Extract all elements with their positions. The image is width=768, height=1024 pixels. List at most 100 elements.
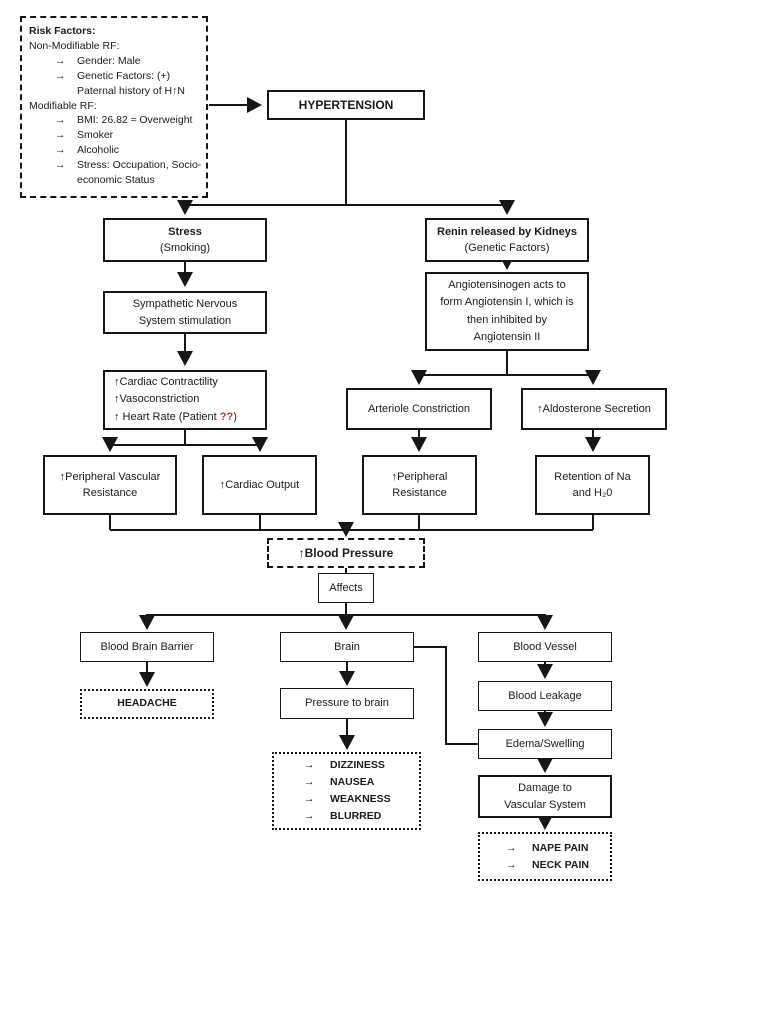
node-aldosterone-secretion: ↑Aldosterone Secretion [521, 388, 667, 430]
node-renin-subtitle: (Genetic Factors) [464, 242, 550, 254]
bullet-arrow-icon: → [304, 759, 315, 771]
symptom-nape-pain: NAPE PAIN [532, 841, 589, 854]
list-item: → NECK PAIN [480, 857, 610, 874]
risk-item-alcoholic: Alcoholic [77, 144, 120, 157]
node-brain-symptoms: → DIZZINESS → NAUSEA → WEAKNESS → BLURRE… [272, 752, 421, 830]
node-blood-vessel: Blood Vessel [478, 632, 612, 662]
node-affects-label: Affects [329, 581, 363, 594]
bullet-arrow-icon: → [506, 858, 517, 871]
node-blood-leakage: Blood Leakage [478, 681, 612, 711]
bullet-arrow-icon: → [55, 129, 66, 142]
node-cardiac-effects-line1: ↑Cardiac Contractility [114, 376, 218, 389]
node-brain: Brain [280, 632, 414, 662]
node-na-retention: Retention of Na and H₂0 [535, 455, 650, 515]
node-na-retention-line2: and H₂0 [572, 487, 613, 499]
risk-factors-title: Risk Factors: [29, 25, 96, 37]
bullet-arrow-icon: → [55, 144, 66, 157]
node-sympathetic-line1: Sympathetic Nervous [132, 298, 238, 310]
symptom-neck-pain: NECK PAIN [532, 858, 589, 871]
node-cardiac-output: ↑Cardiac Output [202, 455, 317, 515]
node-pvr-line2: Resistance [82, 487, 138, 499]
node-angiotensinogen-line4: Angiotensin II [473, 330, 541, 343]
node-arteriole-constriction: Arteriole Constriction [346, 388, 492, 430]
node-vessel-symptoms: → NAPE PAIN → NECK PAIN [478, 832, 612, 881]
risk-item-bmi: BMI: 26.82 ≈ Overweight [77, 114, 193, 127]
node-cardiac-effects-line3: ↑ Heart Rate (Patient ??) [114, 410, 237, 423]
node-blood-pressure-label: ↑Blood Pressure [298, 546, 394, 560]
node-stress: Stress (Smoking) [103, 218, 267, 262]
symptom-nausea: NAUSEA [330, 776, 375, 788]
risk-item-gender: Gender: Male [77, 54, 141, 67]
bullet-arrow-icon: → [506, 841, 517, 854]
list-item: → Smoker [29, 128, 202, 143]
node-cardiac-effects-line2: ↑Vasoconstriction [114, 393, 200, 406]
symptom-blurred: BLURRED [330, 810, 382, 822]
node-cardiac-output-label: ↑Cardiac Output [219, 478, 300, 491]
node-pressure-to-brain: Pressure to brain [280, 688, 414, 719]
bullet-arrow-icon: → [304, 776, 315, 788]
risk-item-genetic: Genetic Factors: (+) [77, 69, 171, 82]
risk-item-stress-continuation: economic Status [77, 174, 155, 187]
node-edema-swelling-label: Edema/Swelling [505, 737, 585, 750]
node-peripheral-vascular-resistance: ↑Peripheral Vascular Resistance [43, 455, 177, 515]
node-hypertension: HYPERTENSION [267, 90, 425, 120]
node-arteriole-constriction-label: Arteriole Constriction [367, 402, 471, 415]
node-aldosterone-secretion-label: ↑Aldosterone Secretion [537, 402, 651, 415]
list-item: → Stress: Occupation, Socio- [29, 158, 202, 173]
node-sympathetic-line2: System stimulation [138, 314, 232, 327]
node-headache: HEADACHE [80, 689, 214, 719]
list-item: → Gender: Male [29, 54, 202, 69]
node-vascular-damage-line2: Vascular System [504, 798, 586, 811]
node-vascular-damage: Damage to Vascular System [478, 775, 612, 818]
node-pvr-line1: ↑Peripheral Vascular [59, 470, 161, 483]
node-angiotensinogen-line3: then inhibited by [466, 313, 548, 326]
symptom-weakness: WEAKNESS [330, 793, 391, 805]
bullet-arrow-icon: → [304, 810, 315, 822]
bullet-arrow-icon: → [55, 69, 66, 82]
node-angiotensinogen-line2: form Angiotensin I, which is [440, 296, 574, 309]
node-edema-swelling: Edema/Swelling [478, 729, 612, 759]
list-item: → DIZZINESS [274, 757, 419, 774]
node-renin: Renin released by Kidneys (Genetic Facto… [425, 218, 589, 262]
node-blood-vessel-label: Blood Vessel [513, 640, 577, 653]
non-modifiable-heading: Non-Modifiable RF: [29, 39, 120, 52]
node-vascular-damage-line1: Damage to [518, 782, 572, 794]
symptom-dizziness: DIZZINESS [330, 759, 385, 771]
node-renin-title: Renin released by Kidneys [437, 225, 577, 238]
node-angiotensinogen-line1: Angiotensinogen acts to [448, 279, 566, 292]
node-blood-brain-barrier: Blood Brain Barrier [80, 632, 214, 662]
node-blood-pressure: ↑Blood Pressure [267, 538, 425, 568]
risk-item-stress: Stress: Occupation, Socio- [77, 159, 202, 172]
node-headache-label: HEADACHE [117, 697, 177, 710]
list-item: → Genetic Factors: (+) [29, 69, 202, 84]
risk-factors-panel: Risk Factors: Non-Modifiable RF: → Gende… [20, 16, 208, 198]
list-item: → BMI: 26.82 ≈ Overweight [29, 113, 202, 128]
risk-item-genetic-continuation: Paternal history of H↑N [77, 84, 185, 97]
list-item: → Alcoholic [29, 143, 202, 158]
node-angiotensinogen: Angiotensinogen acts to form Angiotensin… [425, 272, 589, 351]
list-item: → NAUSEA [274, 774, 419, 791]
node-stress-title: Stress [168, 225, 202, 238]
node-cardiac-effects: ↑Cardiac Contractility ↑Vasoconstriction… [103, 370, 267, 430]
node-blood-leakage-label: Blood Leakage [508, 689, 582, 702]
node-stress-subtitle: (Smoking) [159, 242, 211, 254]
node-blood-brain-barrier-label: Blood Brain Barrier [100, 640, 194, 653]
bullet-arrow-icon: → [55, 54, 66, 67]
node-sympathetic-stimulation: Sympathetic Nervous System stimulation [103, 291, 267, 334]
node-peripheral-resistance-line1: ↑Peripheral [391, 470, 448, 483]
node-peripheral-resistance: ↑Peripheral Resistance [362, 455, 477, 515]
list-item: → BLURRED [274, 808, 419, 825]
node-na-retention-line1: Retention of Na [554, 470, 631, 483]
node-affects: Affects [318, 573, 374, 603]
node-peripheral-resistance-line2: Resistance [392, 487, 447, 499]
node-hypertension-label: HYPERTENSION [298, 98, 394, 112]
unknown-heart-rate-marker: ?? [219, 410, 234, 423]
node-pressure-to-brain-label: Pressure to brain [305, 697, 389, 710]
bullet-arrow-icon: → [304, 793, 315, 805]
modifiable-heading: Modifiable RF: [29, 99, 97, 112]
list-item: → NAPE PAIN [480, 840, 610, 857]
list-item: → WEAKNESS [274, 791, 419, 808]
bullet-arrow-icon: → [55, 114, 66, 127]
